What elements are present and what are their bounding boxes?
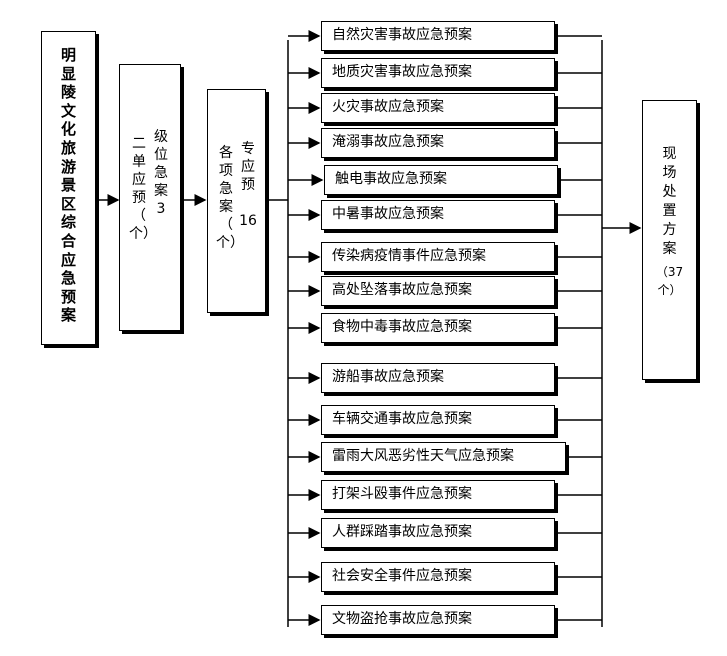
level2-char: 位 xyxy=(154,147,168,163)
level2-char: 预 xyxy=(132,190,146,206)
onsite-title-char: 置 xyxy=(662,203,677,219)
special-plan-box: 自然灾害事故应急预案 xyxy=(321,21,555,51)
level3-char: 应 xyxy=(241,159,255,175)
level3-char: 项 xyxy=(219,163,233,179)
root-title-char: 文 xyxy=(60,101,76,120)
special-plan-box: 淹溺事故应急预案 xyxy=(321,128,555,158)
level2-char: 应 xyxy=(132,172,146,188)
level2-char: 二 xyxy=(132,136,146,152)
root-plan-box: 明显陵文化旅游景区综合应急预案 xyxy=(41,31,96,345)
root-title-char: 预 xyxy=(60,287,76,306)
level2-char: 3 xyxy=(156,201,166,217)
level2-char: 单 xyxy=(132,154,146,170)
onsite-plan-count: （37 xyxy=(655,265,684,279)
onsite-title-char: 处 xyxy=(662,184,677,200)
onsite-plan-box: 现场处置方案 （37 个） xyxy=(642,100,697,380)
root-title-char: 合 xyxy=(60,231,76,250)
root-title-char: 游 xyxy=(60,157,76,176)
level3-char xyxy=(238,194,258,212)
level3-text-col1: 各项急案 （ 个） xyxy=(216,144,244,252)
level2-char: （ xyxy=(132,208,146,224)
onsite-title-char: 场 xyxy=(662,165,677,181)
root-title-char: 急 xyxy=(60,269,76,288)
onsite-plan-unit: 个） xyxy=(657,283,682,297)
level3-char: 个） xyxy=(216,235,244,251)
root-title-char: 明 xyxy=(60,46,76,64)
level3-char: （ xyxy=(219,217,233,233)
root-title-char: 化 xyxy=(60,120,76,139)
special-plan-box: 火灾事故应急预案 xyxy=(321,93,555,123)
onsite-title-char: 方 xyxy=(662,222,677,238)
level3-char: 案 xyxy=(219,199,233,215)
root-title-char: 区 xyxy=(60,194,76,213)
root-plan-title: 明显陵文化旅游景区综合应急预案 xyxy=(42,46,95,325)
level3-char: 专 xyxy=(241,141,255,157)
special-plan-box: 游船事故应急预案 xyxy=(321,363,555,393)
level2-char: 个） xyxy=(129,226,157,242)
level2-text-col1: 二单应预 （ 个） xyxy=(129,135,157,243)
level2-char: 案 xyxy=(154,183,168,199)
special-plan-box: 人群踩踏事故应急预案 xyxy=(321,518,555,548)
onsite-title-char: 案 xyxy=(662,241,677,257)
special-plan-box: 传染病疫情事件应急预案 xyxy=(321,242,555,272)
root-title-char: 显 xyxy=(60,64,76,83)
level2-char: 急 xyxy=(154,165,168,181)
level3-char: 急 xyxy=(219,181,233,197)
level3-char: 预 xyxy=(241,177,255,193)
special-plan-box: 打架斗殴事件应急预案 xyxy=(321,480,555,510)
onsite-title-char: 现 xyxy=(662,146,677,162)
root-title-char: 综 xyxy=(60,213,76,232)
special-plan-box: 触电事故应急预案 xyxy=(324,165,558,195)
special-plan-box: 食物中毒事故应急预案 xyxy=(321,313,555,343)
root-title-char: 应 xyxy=(60,250,76,269)
level3-plan-box: 各项急案 （ 个） 专应预 16 xyxy=(207,89,266,313)
special-plan-box: 地质灾害事故应急预案 xyxy=(321,58,555,88)
root-title-char: 案 xyxy=(60,306,76,325)
level2-char: 级 xyxy=(154,129,168,145)
special-plan-box: 中暑事故应急预案 xyxy=(321,200,555,230)
level2-text-col2: 级位急案 3 xyxy=(151,128,171,218)
special-plan-box: 车辆交通事故应急预案 xyxy=(321,405,555,435)
root-title-char: 旅 xyxy=(60,138,76,157)
special-plan-box: 社会安全事件应急预案 xyxy=(321,562,555,592)
root-title-char: 景 xyxy=(60,176,76,195)
special-plan-box: 高处坠落事故应急预案 xyxy=(321,276,555,306)
level3-char: 16 xyxy=(239,213,257,229)
level2-plan-box: 二单应预 （ 个） 级位急案 3 xyxy=(119,64,181,331)
onsite-plan-title: 现场处置方案 xyxy=(643,145,696,259)
root-title-char: 陵 xyxy=(60,83,76,102)
level3-text-col2: 专应预 16 xyxy=(238,140,258,230)
special-plan-box: 雷雨大风恶劣性天气应急预案 xyxy=(321,442,566,472)
level3-char: 各 xyxy=(219,145,233,161)
special-plan-box: 文物盗抢事故应急预案 xyxy=(321,605,555,635)
